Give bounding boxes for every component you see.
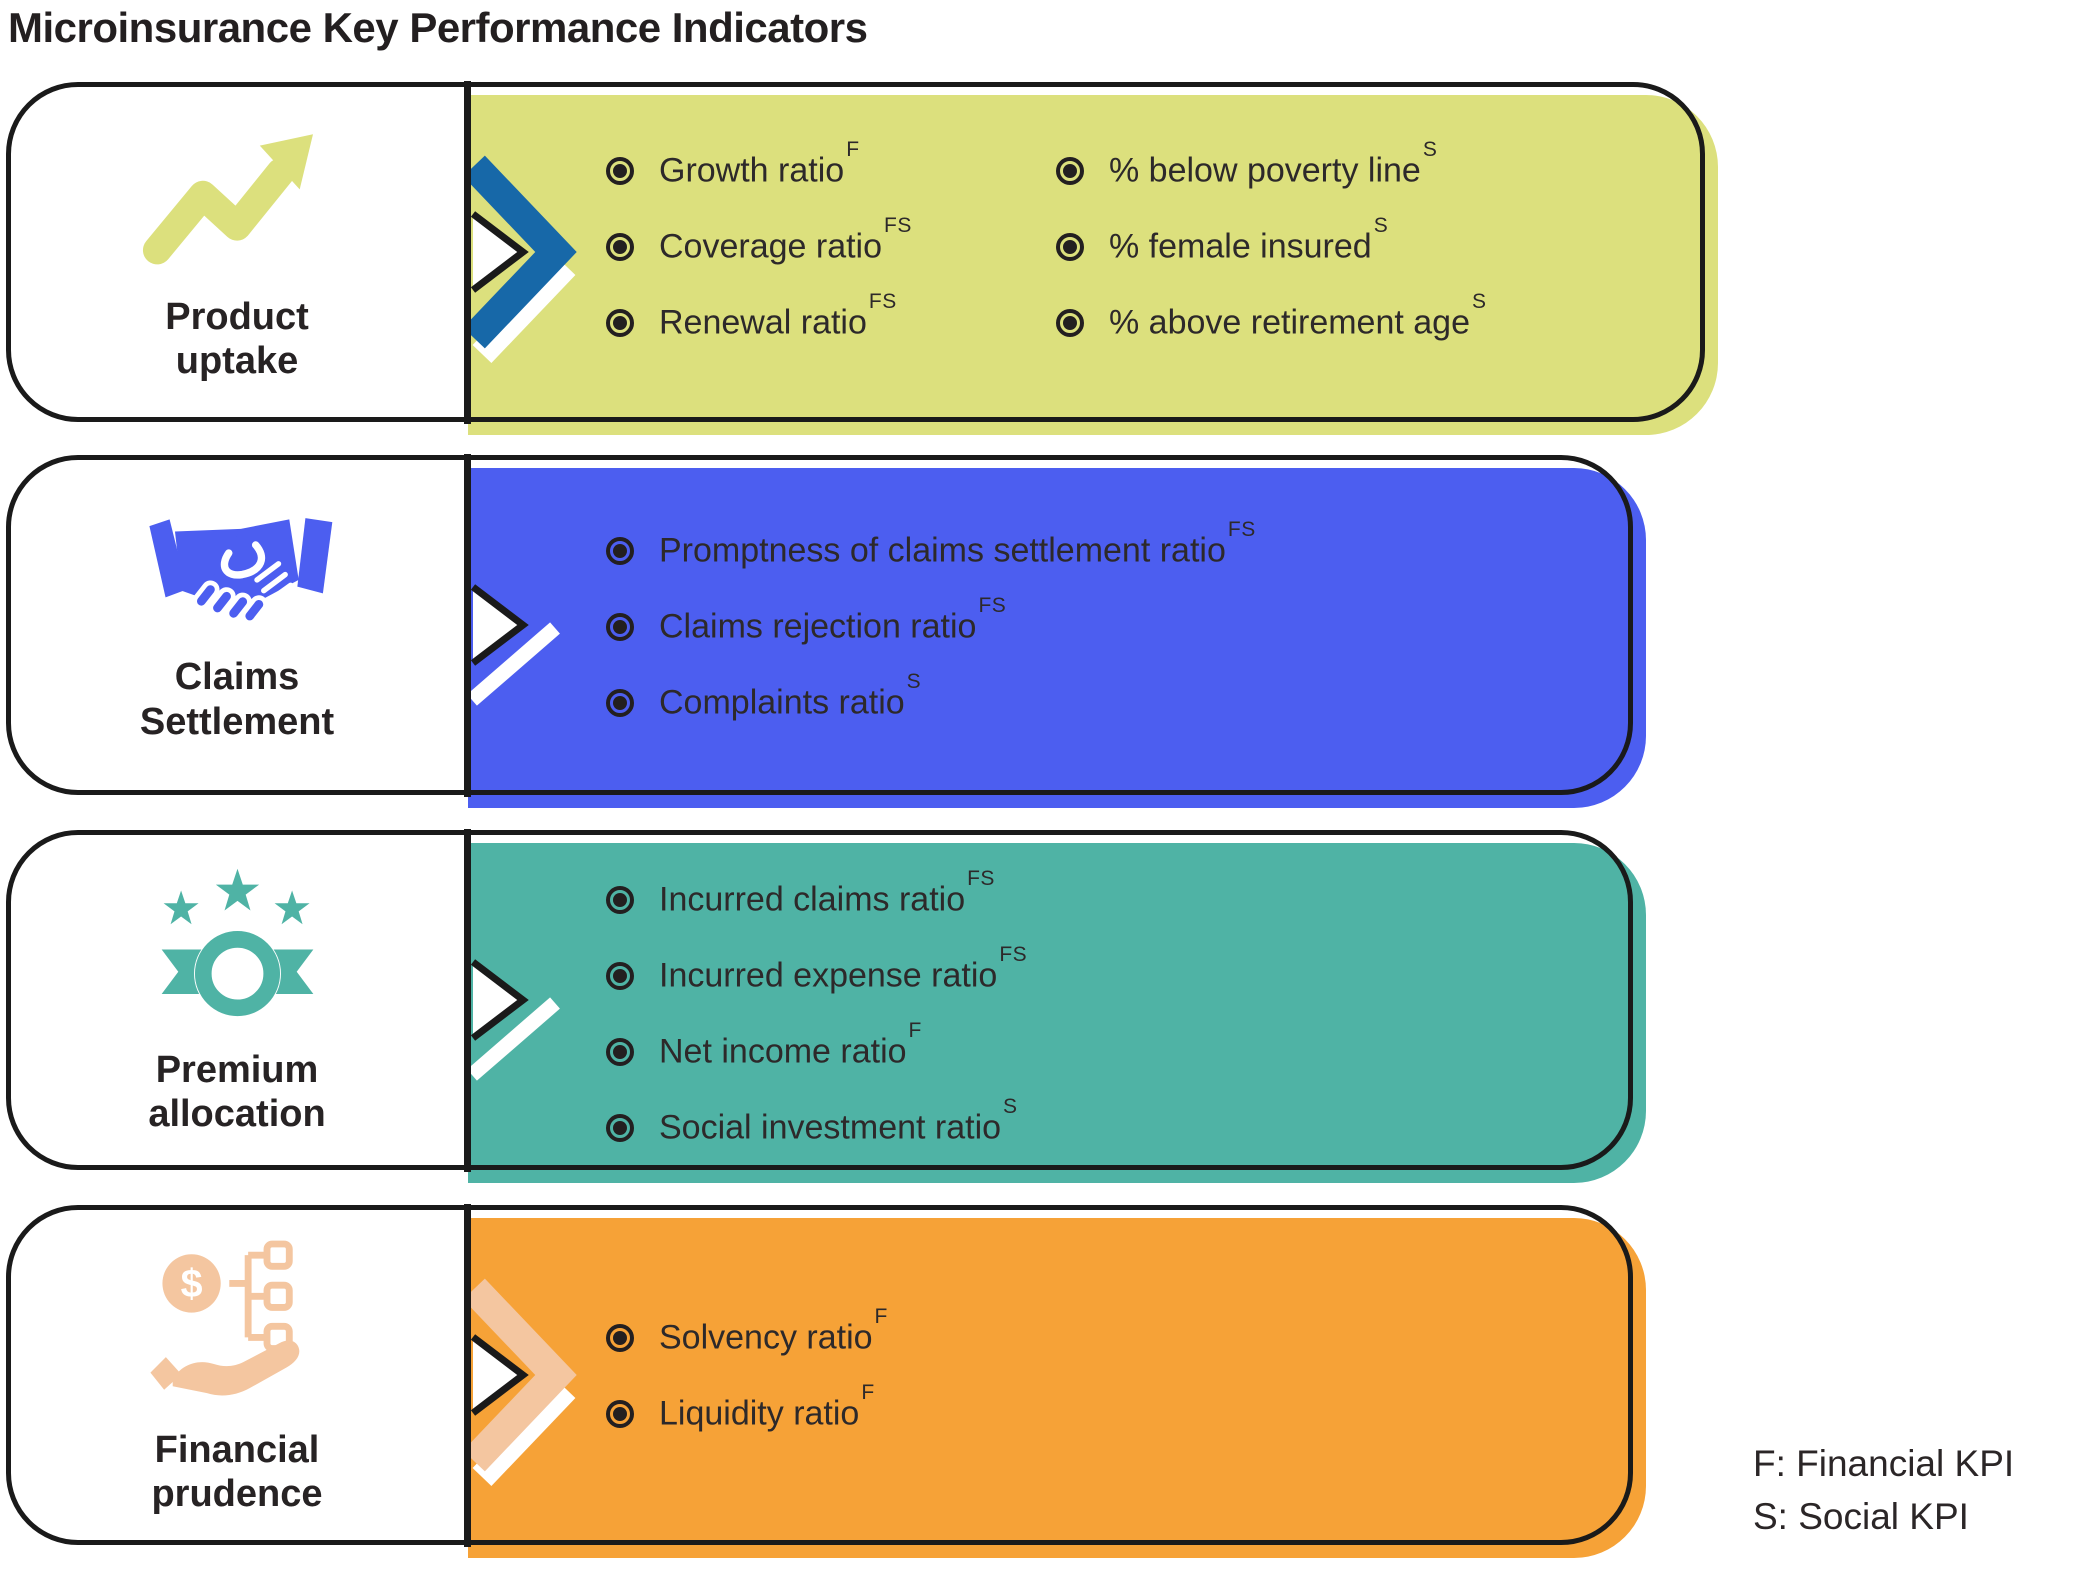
panel-fill bbox=[468, 468, 1646, 808]
category-label: Claims Settlement bbox=[139, 656, 335, 743]
row-claims-settlement: Claims Settlement Promptness of claims s… bbox=[6, 454, 1656, 808]
bullet-icon bbox=[606, 157, 634, 185]
bullet-icon bbox=[606, 233, 634, 261]
kpi-list: Incurred claims ratioFS Incurred expense… bbox=[606, 862, 1027, 1166]
divider-line bbox=[464, 81, 471, 424]
list-item: % female insuredS bbox=[1056, 209, 1487, 285]
bullet-icon bbox=[606, 689, 634, 717]
list-item: Net income ratioF bbox=[606, 1014, 1027, 1090]
category-label: Financial prudence bbox=[151, 1428, 323, 1515]
category-label: Premium allocation bbox=[148, 1048, 326, 1135]
bullet-icon bbox=[606, 962, 634, 990]
chevron-right-icon bbox=[467, 584, 560, 706]
chevron-right-icon bbox=[467, 959, 560, 1081]
panel-fill bbox=[468, 1218, 1646, 1558]
divider-line bbox=[464, 829, 471, 1172]
panel-fill bbox=[468, 843, 1646, 1183]
bullet-icon bbox=[606, 1114, 634, 1142]
money-hand-icon: $ bbox=[150, 1240, 300, 1396]
list-item: Coverage ratioFS bbox=[606, 209, 912, 285]
bullet-icon bbox=[606, 886, 634, 914]
list-item: % above retirement ageS bbox=[1056, 285, 1487, 361]
row-financial-prudence: $ Financial prudence Solvency ratioF Liq… bbox=[6, 1204, 1656, 1558]
bullet-icon bbox=[606, 1324, 634, 1352]
panel-fill bbox=[468, 95, 1718, 435]
list-item: Promptness of claims settlement ratioFS bbox=[606, 513, 1256, 589]
bullet-icon bbox=[1056, 309, 1084, 337]
list-item: Complaints ratioS bbox=[606, 665, 1256, 741]
kpi-list: Promptness of claims settlement ratioFS … bbox=[606, 513, 1256, 741]
list-item: Solvency ratioF bbox=[606, 1300, 888, 1376]
bullet-icon bbox=[606, 1400, 634, 1428]
medal-stars-icon bbox=[161, 868, 313, 1017]
list-item: Renewal ratioFS bbox=[606, 285, 912, 361]
bullet-icon bbox=[1056, 157, 1084, 185]
bullet-icon bbox=[606, 537, 634, 565]
handshake-icon bbox=[148, 518, 332, 626]
list-item: Liquidity ratioF bbox=[606, 1376, 888, 1452]
divider-line bbox=[464, 454, 471, 797]
list-item: Growth ratioF bbox=[606, 133, 912, 209]
bullet-icon bbox=[606, 613, 634, 641]
category-label: Product uptake bbox=[165, 295, 309, 382]
list-item: Social investment ratioS bbox=[606, 1090, 1027, 1166]
divider-line bbox=[464, 1204, 471, 1547]
kpi-list: Growth ratioF Coverage ratioFS Renewal r… bbox=[606, 133, 912, 361]
page-title: Microinsurance Key Performance Indicator… bbox=[8, 4, 868, 51]
legend-financial: F: Financial KPI bbox=[1753, 1443, 2015, 1484]
row-premium-allocation: Premium allocation Incurred claims ratio… bbox=[6, 829, 1656, 1183]
list-item: % below poverty lineS bbox=[1056, 133, 1487, 209]
kpi-list: Solvency ratioF Liquidity ratioF bbox=[606, 1300, 888, 1452]
bullet-icon bbox=[1056, 233, 1084, 261]
kpi-legend: F: Financial KPI S: Social KPI bbox=[1753, 1438, 2014, 1543]
list-item: Claims rejection ratioFS bbox=[606, 589, 1256, 665]
chevron-right-icon bbox=[464, 155, 577, 363]
svg-text:$: $ bbox=[181, 1262, 203, 1306]
list-item: Incurred claims ratioFS bbox=[606, 862, 1027, 938]
row-product-uptake: Product uptake Growth ratioF Coverage ra… bbox=[6, 81, 1726, 435]
legend-social: S: Social KPI bbox=[1753, 1495, 1969, 1537]
bullet-icon bbox=[606, 1038, 634, 1066]
list-item: Incurred expense ratioFS bbox=[606, 938, 1027, 1014]
kpi-list-social: % below poverty lineS % female insuredS … bbox=[1056, 133, 1487, 361]
chevron-right-icon bbox=[464, 1278, 577, 1486]
bullet-icon bbox=[606, 309, 634, 337]
trend-up-arrow-icon bbox=[142, 134, 313, 265]
